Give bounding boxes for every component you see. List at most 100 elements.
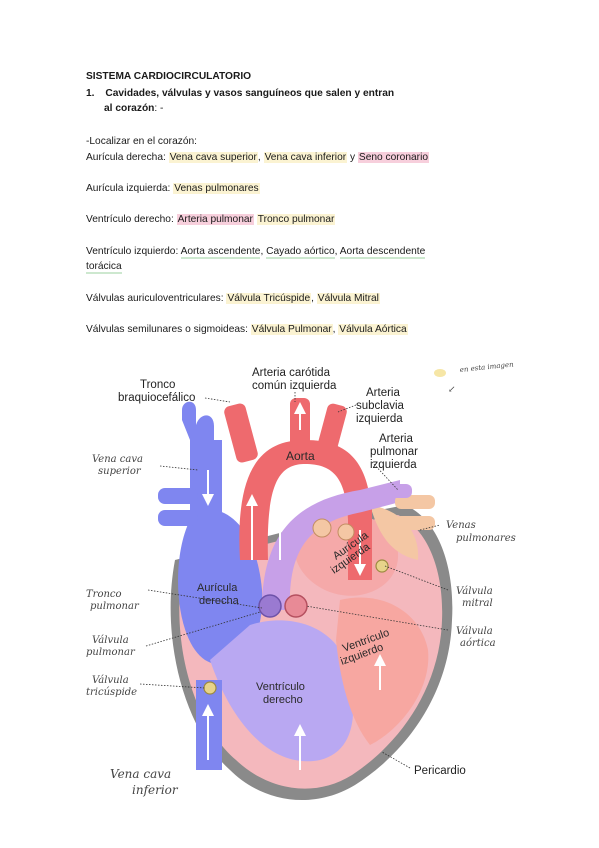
- label-arteria-carotida: Arteria carótida: [252, 367, 331, 379]
- hand-aortica-1: Válvula: [456, 626, 493, 637]
- hand-tronco-1: Tronco: [86, 589, 122, 600]
- pulmonary-valve-icon: [258, 594, 282, 618]
- hand-vena-cava-superior-2: superior: [98, 466, 142, 477]
- hand-vpulm-1: Válvula: [92, 635, 129, 646]
- vi-value-3b: torácica: [86, 261, 122, 274]
- vd-value-2: Tronco pulmonar: [256, 214, 336, 225]
- ad-sep-1: ,: [257, 152, 264, 163]
- hand-vci-2: inferior: [132, 783, 179, 797]
- ai-label: Aurícula izquierda:: [86, 183, 174, 194]
- vi-label: Ventrículo izquierdo:: [86, 246, 181, 257]
- aortic-valve-icon: [284, 594, 308, 618]
- pulmonary-vein-upper: [395, 495, 435, 509]
- ad-value-1: Vena cava superior: [168, 152, 258, 163]
- hand-en-esta-imagen: en esta imagen: [459, 360, 514, 374]
- leader-braquio: [204, 397, 231, 403]
- vi-sep-2: ,: [334, 246, 340, 257]
- ad-label: Aurícula derecha:: [86, 152, 169, 163]
- label-ventriculo-derecho-2: derecho: [263, 694, 303, 706]
- ad-value-3: Seno coronario: [357, 152, 430, 163]
- flow-arrows: [202, 402, 386, 770]
- question-number: 1.: [86, 88, 95, 99]
- tricuspid-valve-icon: [203, 681, 217, 695]
- hand-mitral-2: mitral: [462, 598, 493, 609]
- question-1-line-2: al corazón: -: [104, 102, 163, 116]
- leader-vcs: [159, 465, 199, 471]
- pulmonary-vein-lower: [395, 516, 435, 530]
- leader-subclavia: [337, 404, 357, 413]
- left-ventricle: [336, 597, 429, 745]
- label-pulmonar: pulmonar: [370, 446, 418, 458]
- question-text-bold: al corazón: [104, 103, 155, 114]
- hand-vtric-2: tricúspide: [86, 687, 137, 698]
- label-subclavia-izquierda: izquierda: [356, 413, 403, 425]
- ventriculo-izquierdo-line: Ventrículo izquierdo: Aorta ascendente, …: [86, 245, 426, 259]
- label-auricula-derecha-1: Aurícula: [197, 582, 238, 594]
- vav-label: Válvulas auriculoventriculares:: [86, 293, 227, 304]
- leader-lines: [139, 392, 449, 769]
- pulmonary-vein-left: [158, 488, 198, 504]
- vav-value-2: Válvula Mitral: [316, 293, 380, 304]
- auricula-izquierda-line: Aurícula izquierda: Venas pulmonares: [86, 182, 260, 196]
- hand-mitral-1: Válvula: [456, 586, 493, 597]
- label-arteria-subclavia-1: Arteria: [366, 387, 400, 399]
- vd-value-1: Arteria pulmonar: [176, 214, 254, 225]
- ad-value-2: Vena cava inferior: [263, 152, 348, 163]
- label-subclavia: subclavia: [356, 400, 405, 412]
- leader-vpulm: [145, 611, 261, 647]
- label-pericardio: Pericardio: [414, 765, 466, 777]
- label-tronco: Tronco: [140, 379, 175, 391]
- localizar-line: -Localizar en el corazón:: [86, 136, 197, 147]
- vs-label: Válvulas semilunares o sigmoideas:: [86, 324, 251, 335]
- hand-tronco-2: pulmonar: [90, 601, 140, 612]
- coronary-sinus-icon: [312, 518, 332, 538]
- leader-venas: [419, 524, 441, 531]
- hand-venas-1: Venas: [446, 520, 476, 531]
- hand-venas-2: pulmonares: [456, 533, 516, 544]
- label-braquiocefalico: braquiocefálico: [118, 392, 195, 404]
- leader-aortica: [305, 605, 449, 631]
- question-text-rest: : -: [154, 103, 164, 114]
- vd-label: Ventrículo derecho:: [86, 214, 177, 225]
- ventriculo-izquierdo-line-2: torácica: [86, 260, 122, 274]
- label-pulmonar-izquierda: izquierda: [370, 459, 417, 471]
- left-subclavian: [317, 403, 347, 455]
- label-aorta: Aorta: [286, 449, 315, 463]
- label-comun-izquierda: común izquierda: [252, 380, 337, 392]
- hand-vpulm-2: pulmonar: [86, 647, 136, 658]
- valvulas-semilunares-line: Válvulas semilunares o sigmoideas: Válvu…: [86, 323, 408, 337]
- leader-tronco: [147, 589, 263, 609]
- hand-vena-cava-superior-1: Vena cava: [92, 454, 143, 465]
- vi-value-2: Cayado aórtico: [266, 246, 335, 259]
- label-arteria-pulmonar-1: Arteria: [379, 433, 413, 445]
- vs-value-1: Válvula Pulmonar: [250, 324, 333, 335]
- fat-tissue: [370, 505, 419, 560]
- vi-value-3: Aorta descendente: [339, 246, 426, 259]
- question-1-line-1: 1. Cavidades, válvulas y vasos sanguíneo…: [86, 87, 394, 101]
- hand-vtric-1: Válvula: [92, 675, 129, 686]
- ai-value-1: Venas pulmonares: [173, 183, 260, 194]
- heart-diagram: Tronco braquiocefálico Arteria carótida …: [86, 360, 516, 801]
- vav-sep: ,: [311, 293, 317, 304]
- valvulas-av-line: Válvulas auriculoventriculares: Válvula …: [86, 292, 380, 306]
- page-title: SISTEMA CARDIOCIRCULATORIO: [86, 71, 252, 82]
- leader-pericardio: [381, 751, 411, 769]
- vi-sep-1: ,: [260, 246, 267, 257]
- hand-mark: ↙: [448, 385, 456, 395]
- ventriculo-derecho-line: Ventrículo derecho: Arteria pulmonar Tro…: [86, 213, 336, 227]
- pulmonary-vein-left-2: [158, 510, 198, 526]
- hand-aortica-2: aórtica: [460, 638, 496, 649]
- question-text: Cavidades, válvulas y vasos sanguíneos q…: [105, 88, 395, 99]
- ad-sep-2: y: [347, 152, 358, 163]
- vs-value-2: Válvula Aórtica: [338, 324, 408, 335]
- leader-mitral: [384, 565, 449, 591]
- vav-value-1: Válvula Tricúspide: [226, 293, 312, 304]
- leader-pulmonar: [371, 461, 399, 491]
- hand-vci-1: Vena cava: [110, 767, 171, 781]
- leader-vtric: [139, 683, 206, 689]
- right-ventricle: [210, 620, 354, 762]
- auricula-derecha-line: Aurícula derecha: Vena cava superior, Ve…: [86, 151, 430, 165]
- vi-value-1: Aorta ascendente: [180, 246, 261, 259]
- brachiocephalic-trunk: [224, 403, 258, 463]
- mitral-valve-icon: [375, 559, 389, 573]
